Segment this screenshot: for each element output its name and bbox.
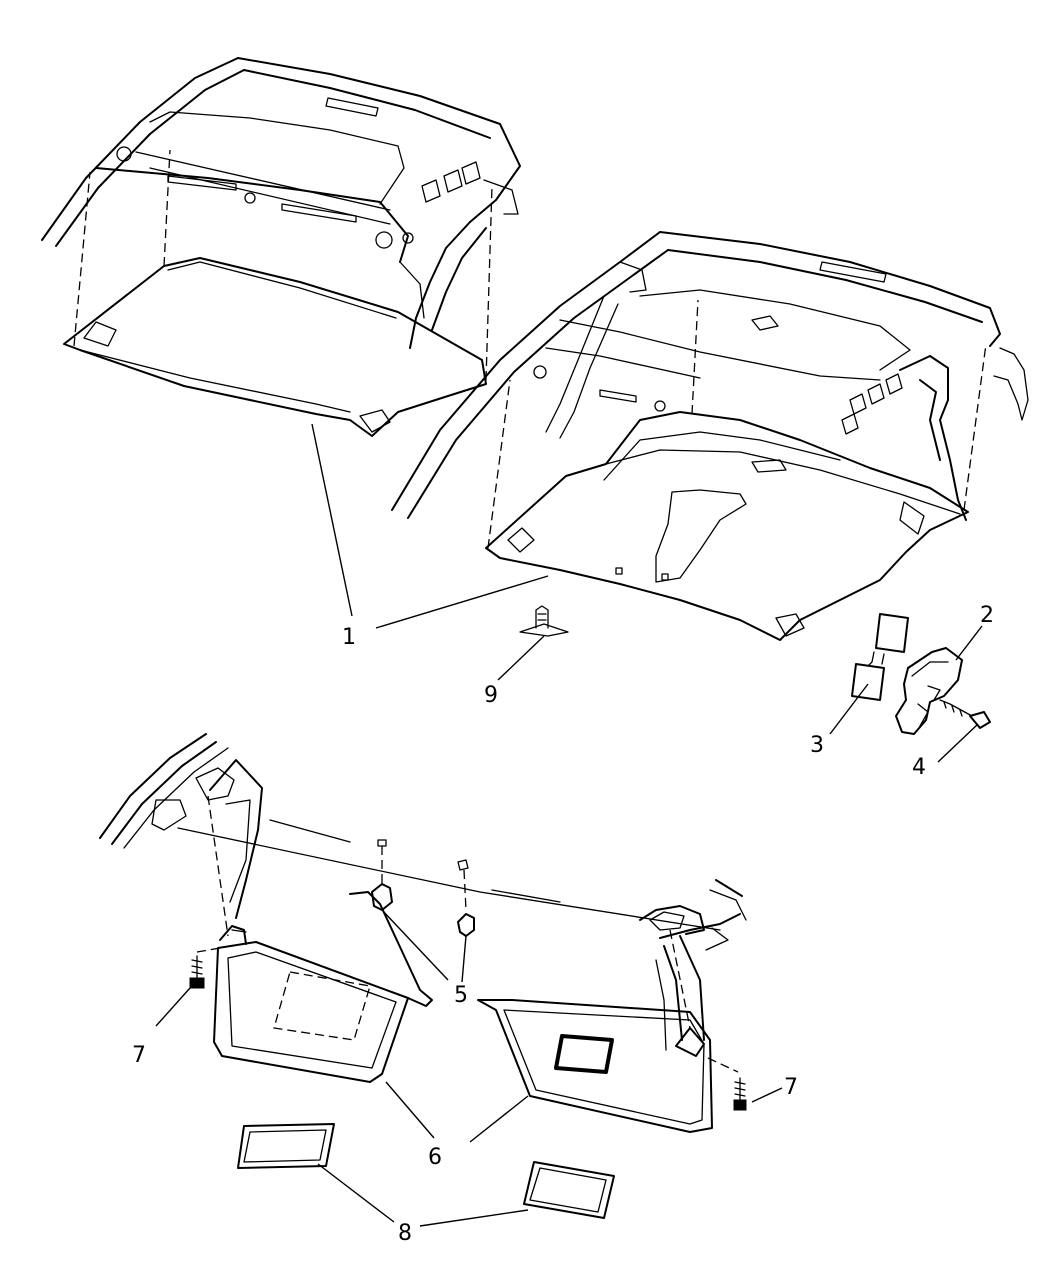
roof-frame-left <box>41 57 521 349</box>
callout-6: 6 <box>428 1145 442 1170</box>
callout-3: 3 <box>810 733 824 758</box>
sun-visor-left-part-6 <box>207 795 433 1083</box>
screw-part-7-left <box>189 947 221 989</box>
roof-frame-right <box>391 231 1029 521</box>
label-part-8-left <box>237 1123 335 1169</box>
callout-1: 1 <box>342 625 356 650</box>
screw-part-7-right <box>707 1057 747 1111</box>
callout-8: 8 <box>398 1221 412 1246</box>
leader-lines <box>155 423 983 1227</box>
screw-part-4 <box>939 699 991 729</box>
callout-5: 5 <box>454 983 468 1008</box>
callout-4: 4 <box>912 755 926 780</box>
callout-9: 9 <box>484 683 498 708</box>
visor-clip-part-5-left <box>371 839 393 911</box>
callout-2: 2 <box>980 603 994 628</box>
windshield-header <box>99 733 747 1051</box>
headliner-right <box>485 299 987 641</box>
headliner-left <box>63 149 493 437</box>
callouts: 1 2 3 4 5 6 7 7 8 9 <box>132 603 994 1246</box>
push-clip-part-9 <box>519 605 569 637</box>
visor-clip-part-5-right <box>457 859 475 937</box>
callout-7-left: 7 <box>132 1043 146 1068</box>
callout-7-right: 7 <box>784 1075 798 1100</box>
sun-visor-right-part-6 <box>477 929 713 1133</box>
label-part-8-right <box>523 1161 615 1219</box>
dome-lamp-housing-part-2 <box>895 647 963 735</box>
lamp-lens-part-3 <box>851 613 909 701</box>
